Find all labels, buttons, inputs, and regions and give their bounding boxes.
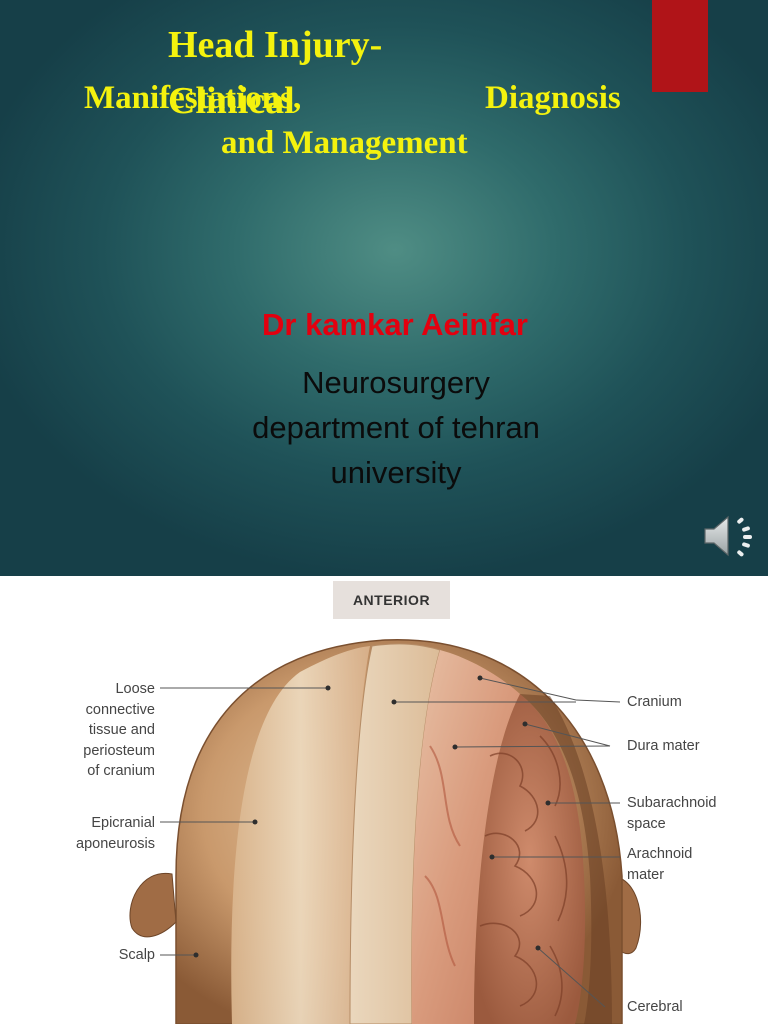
label-cerebral: Cerebral (627, 999, 683, 1015)
department-line-3: university (330, 455, 462, 490)
title-line-2: Clinical (168, 80, 295, 122)
department-line-2: department of tehran (252, 410, 540, 445)
head-layers-illustration (129, 639, 642, 1024)
title-line-3: and Management (221, 125, 468, 161)
department-line-1: Neurosurgery (302, 365, 490, 400)
anterior-label: ANTERIOR (333, 581, 450, 619)
speaker-icon[interactable] (698, 510, 754, 562)
title-slide: Head Injury- Clinical Manifestations, Di… (0, 0, 768, 576)
label-dura-mater: Dura mater (627, 738, 700, 754)
label-epicranial-aponeurosis: Epicranial aponeurosis (76, 815, 155, 852)
title-manifestations: Manifestations, (84, 80, 302, 116)
anatomy-figure: ANTERIOR (0, 576, 768, 1024)
label-arachnoid-mater: Arachnoid mater (627, 846, 693, 883)
accent-bar (652, 0, 708, 92)
label-scalp: Scalp (118, 947, 155, 963)
label-loose-connective: Loose connective tissue and periosteum o… (83, 681, 155, 779)
department: Neurosurgery department of tehran univer… (200, 360, 592, 495)
label-subarachnoid-space: Subarachnoid space (627, 795, 717, 832)
title-line-1: Head Injury- (168, 24, 383, 66)
author-name: Dr kamkar Aeinfar (262, 307, 528, 342)
title-diagnosis: Diagnosis (485, 80, 621, 116)
label-cranium: Cranium (627, 694, 682, 710)
